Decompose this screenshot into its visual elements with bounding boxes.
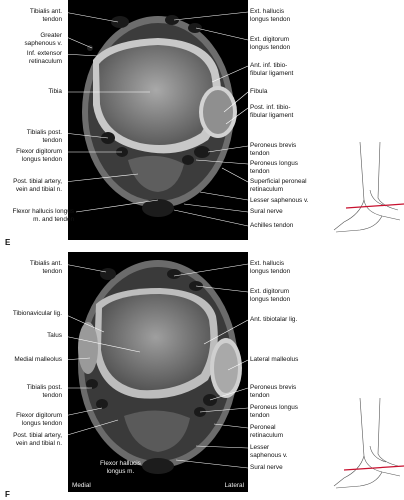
label-flexor-digitorum-longus-f: Flexor digitorum longus tendon xyxy=(16,412,62,427)
leg-sketch-f xyxy=(333,397,404,489)
panel-f: Flexor hallucis longus m. Medial Lateral… xyxy=(0,252,404,500)
label-talus: Talus xyxy=(47,332,62,339)
panel-e: E Tibialis ant. tendon Greater saphenous… xyxy=(0,0,404,248)
label-tibialis-ant-tendon-f: Tibialis ant. tendon xyxy=(29,260,62,275)
label-lateral-malleolus: Lateral malleolus xyxy=(250,356,299,363)
label-peroneus-brevis-f: Peroneus brevis tendon xyxy=(250,384,297,399)
label-ext-digitorum-longus-f: Ext. digitorum longus tendon xyxy=(250,288,291,303)
label-lesser-saphenous-vein-f: Lesser saphenous v. xyxy=(250,444,288,459)
label-tibialis-ant-tendon: Tibialis ant. tendon xyxy=(29,8,62,23)
orientation-lateral: Lateral xyxy=(224,482,244,489)
label-post-tibial-artery: Post. tibial artery, vein and tibial n. xyxy=(13,178,62,193)
mri-illustration-e xyxy=(82,15,237,217)
label-peroneal-retinaculum: Peroneal retinaculum xyxy=(250,424,284,439)
label-achilles-tendon: Achilles tendon xyxy=(250,222,294,229)
label-ext-hallucis-longus: Ext. hallucis longus tendon xyxy=(250,8,291,23)
panel-label-f: F xyxy=(5,490,10,499)
label-post-tibial-artery-f: Post. tibial artery, vein and tibial n. xyxy=(13,432,62,447)
mri-illustration-f xyxy=(78,260,242,474)
section-level-line-f xyxy=(343,465,404,471)
label-sural-nerve: Sural nerve xyxy=(250,208,283,215)
mri-axial-ankle-image-e xyxy=(68,0,248,240)
label-flexor-hallucis-longus: Flexor hallucis longus m. and tendon xyxy=(12,208,74,223)
label-ext-digitorum-longus: Ext. digitorum longus tendon xyxy=(250,36,291,51)
label-lesser-saphenous-vein: Lesser saphenous v. xyxy=(250,197,309,204)
label-inf-extensor-retinaculum: Inf. extensor retinaculum xyxy=(26,50,62,65)
label-peroneus-brevis: Peroneus brevis tendon xyxy=(250,142,297,157)
orientation-medial: Medial xyxy=(72,482,91,489)
label-flexor-digitorum-longus: Flexor digitorum longus tendon xyxy=(16,148,62,163)
label-ant-inf-tibiofibular: Ant. inf. tibio- fibular ligament xyxy=(250,62,294,77)
mri-axial-ankle-image-f: Flexor hallucis longus m. Medial Lateral xyxy=(68,252,248,492)
label-greater-saphenous-vein: Greater saphenous v. xyxy=(24,32,62,47)
label-medial-malleolus: Medial malleolus xyxy=(14,356,62,363)
label-peroneus-longus-f: Peroneus longus tendon xyxy=(250,404,298,419)
label-tibialis-post-tendon-f: Tibialis post. tendon xyxy=(26,384,62,399)
label-post-inf-tibiofibular: Post. inf. tibio- fibular ligament xyxy=(250,104,294,119)
panel-label-e: E xyxy=(5,238,11,247)
leg-sketch-e xyxy=(333,141,404,233)
label-peroneus-longus: Peroneus longus tendon xyxy=(250,160,298,175)
label-flexor-hallucis-longus-m: Flexor hallucis longus m. xyxy=(100,460,141,475)
label-tibia: Tibia xyxy=(48,88,62,95)
label-sural-nerve-f: Sural nerve xyxy=(250,464,283,471)
label-ext-hallucis-longus-f: Ext. hallucis longus tendon xyxy=(250,260,291,275)
label-superficial-peroneal-ret: Superficial peroneal retinaculum xyxy=(250,178,307,193)
label-tibionavicular-lig: Tibionavicular lig. xyxy=(12,310,62,317)
label-ant-tibiotalar-lig: Ant. tibiotalar lig. xyxy=(250,316,298,323)
section-level-line-e xyxy=(345,203,404,209)
label-fibula: Fibula xyxy=(250,88,268,95)
label-tibialis-post-tendon: Tibialis post. tendon xyxy=(26,129,62,144)
